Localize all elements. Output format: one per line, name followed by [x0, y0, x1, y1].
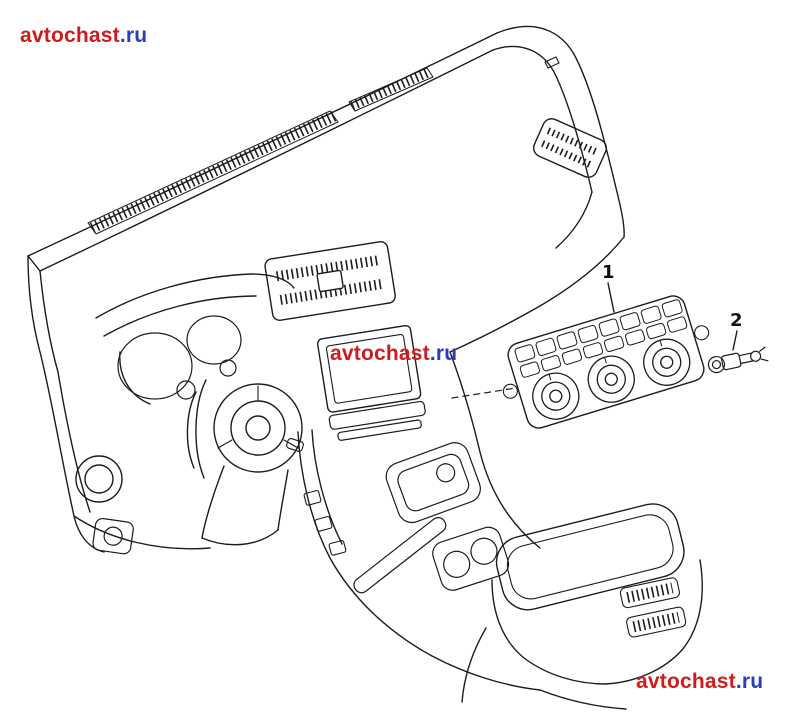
radio-slot	[328, 400, 426, 441]
callout-1-leader	[607, 282, 615, 313]
dashboard-right-edge	[449, 191, 625, 353]
center-air-vents	[264, 240, 396, 321]
watermark-tld-text: .ru	[735, 670, 764, 693]
instrument-cluster	[117, 315, 242, 400]
gear-shifter	[385, 442, 481, 524]
watermark-top-left: avtochast.ru	[20, 24, 147, 48]
console-switches	[303, 490, 347, 556]
left-air-vent	[75, 455, 123, 503]
infotainment-screen	[316, 324, 422, 413]
defroster-vent-strip	[87, 67, 434, 235]
dashboard-left-end	[27, 255, 211, 553]
climate-control-unit	[502, 295, 710, 429]
armrest-console	[491, 503, 703, 710]
watermark-tld-text: .ru	[429, 342, 458, 365]
callout-2-leader	[732, 330, 738, 351]
callout-2-label: 2	[730, 310, 743, 331]
watermark-tld-text: .ru	[119, 24, 148, 47]
center-console	[297, 351, 541, 703]
dashboard-cowl	[27, 25, 625, 272]
watermark-brand-text: avtochast	[20, 24, 120, 47]
part-2-knob	[707, 346, 769, 374]
right-air-vent	[532, 118, 608, 178]
headlight-switch	[92, 517, 134, 555]
handbrake-lever	[353, 517, 447, 594]
steering-column	[186, 379, 304, 546]
watermark-brand-text: avtochast	[330, 342, 430, 365]
watermark-brand-text: avtochast	[636, 670, 736, 693]
callout-1-label: 1	[602, 262, 615, 283]
rear-console-vents	[619, 577, 687, 638]
cupholders	[432, 526, 510, 591]
watermark-center: avtochast.ru	[330, 342, 457, 366]
exploded-view-dashed-line	[451, 387, 517, 399]
watermark-bottom-right: avtochast.ru	[636, 670, 763, 694]
